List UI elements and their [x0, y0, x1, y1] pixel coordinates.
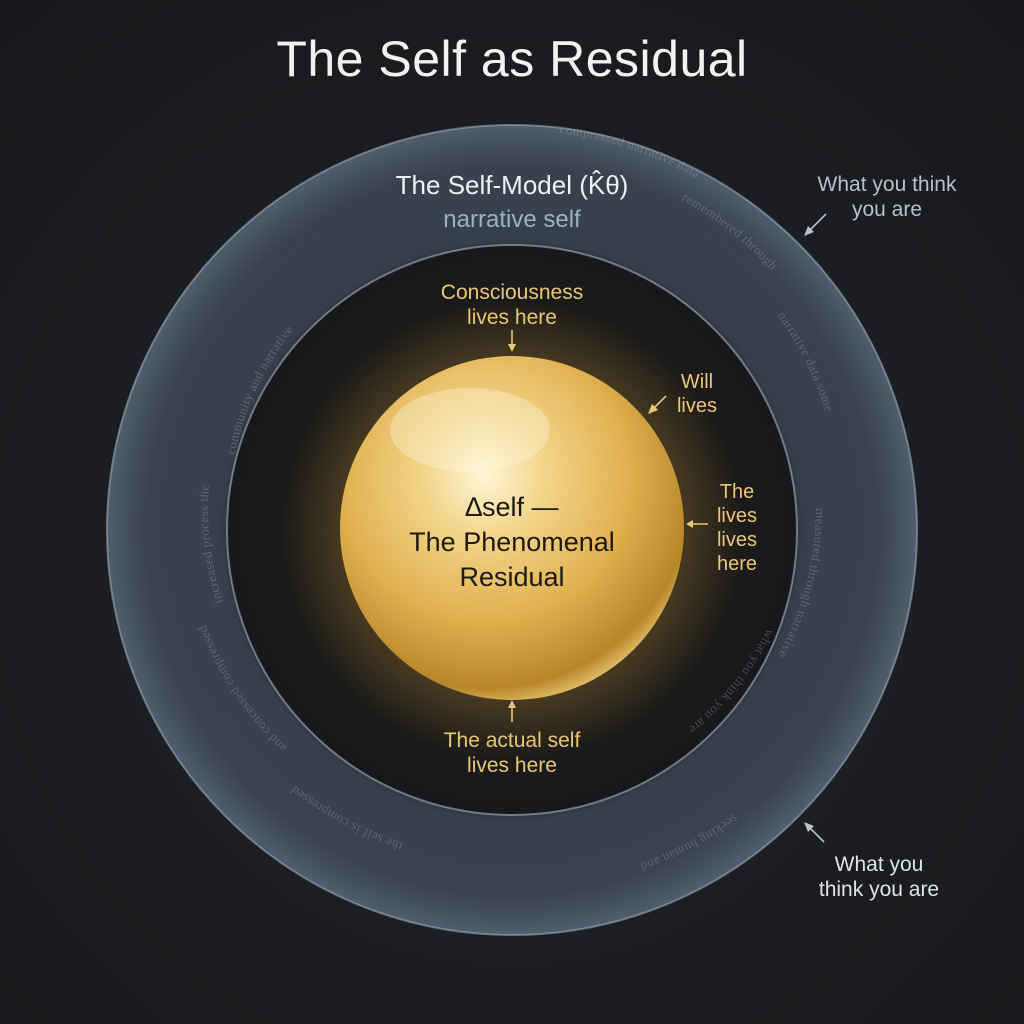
phenomenal-residual-sphere	[340, 356, 684, 700]
annotation-top-right: What you think you are	[782, 172, 992, 222]
annotation-bottom-right-line2: think you are	[818, 878, 940, 902]
label-the-lives-line3: lives	[716, 529, 757, 551]
label-actual-self-line1: The actual self	[443, 729, 581, 752]
annotation-bottom-right: What you think you are	[784, 852, 974, 902]
label-actual-self-line2: lives here	[467, 754, 557, 778]
annotation-top-right-line2: you are	[851, 198, 923, 222]
arrow-bottom-right-head	[804, 822, 814, 832]
self-model-title: The Self-Model (K̂θ)	[395, 170, 629, 200]
diagram-title: The Self as Residual	[276, 31, 748, 87]
label-the-lives: The lives lives here	[700, 480, 774, 576]
label-the-lives-line1: The	[719, 481, 755, 503]
annotation-top-right-line1: What you think	[817, 173, 957, 196]
self-model-subtitle: narrative self	[443, 206, 581, 233]
arrow-actual-self-head	[508, 700, 516, 708]
label-consciousness: Consciousness lives here	[402, 280, 622, 330]
annotation-arrows	[804, 213, 827, 843]
label-will-line2: lives	[676, 395, 717, 417]
label-will-line1: Will	[680, 371, 714, 393]
label-the-lives-line4: here	[716, 553, 758, 575]
core-label: ∆self — The Phenomenal Residual	[372, 490, 652, 595]
annotation-bottom-right-line1: What you	[834, 853, 924, 876]
label-the-lives-line2: lives	[716, 505, 757, 527]
arrow-lives-head	[686, 520, 693, 528]
arrow-consciousness-head	[508, 344, 516, 352]
core-label-line2: The Phenomenal	[409, 527, 615, 558]
sphere-highlight	[390, 388, 550, 472]
arrow-will-head	[648, 404, 658, 414]
gold-arrows	[508, 330, 708, 722]
label-consciousness-line1: Consciousness	[440, 281, 584, 304]
label-actual-self: The actual self lives here	[392, 728, 632, 778]
arrow-top-right-head	[804, 226, 814, 236]
core-label-line3: Residual	[459, 562, 565, 593]
label-consciousness-line2: lives here	[467, 306, 557, 330]
core-label-line1: ∆self —	[465, 492, 559, 522]
label-will: Will lives	[652, 370, 742, 418]
